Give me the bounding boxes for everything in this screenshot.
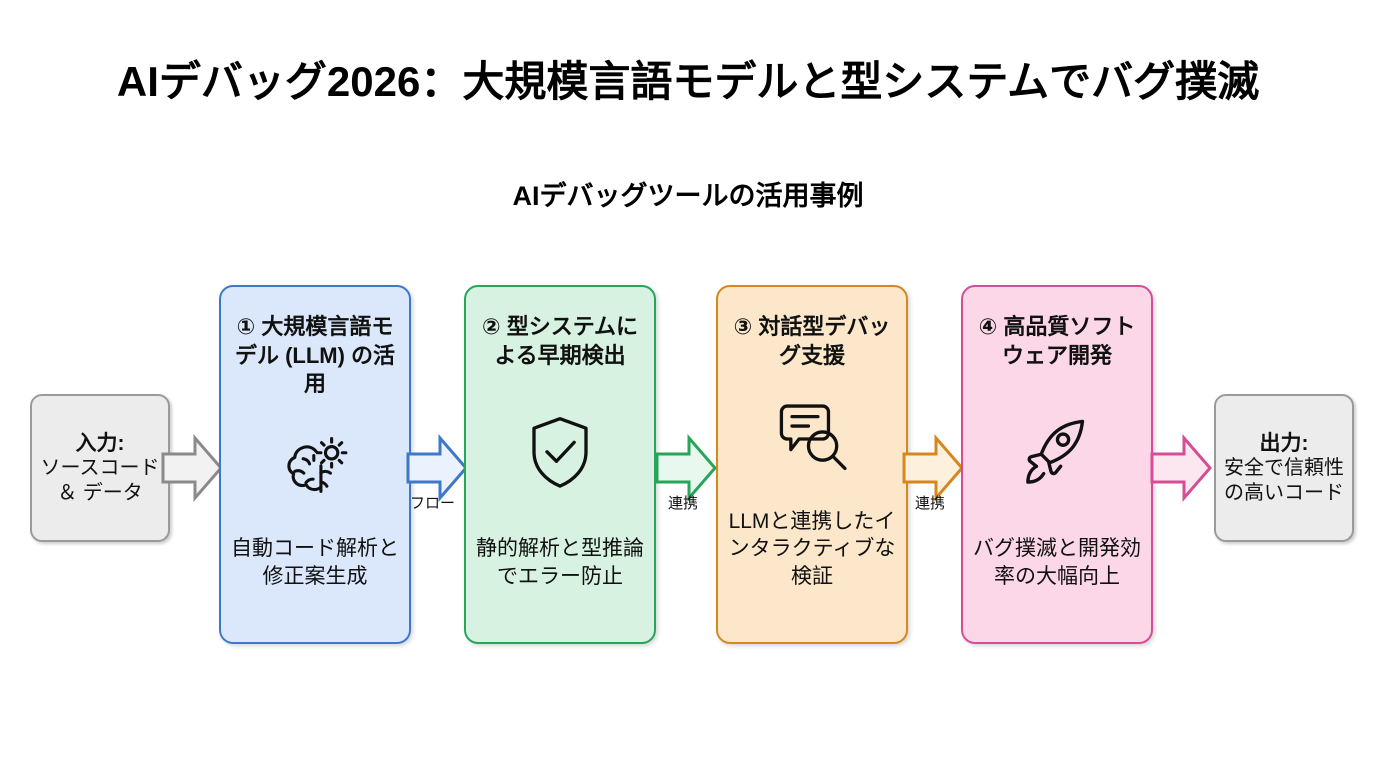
input-node: 入力: ソースコード ＆ データ bbox=[30, 394, 170, 542]
input-node-body: ソースコード ＆ データ bbox=[40, 457, 160, 504]
brain-gear-icon bbox=[277, 424, 353, 510]
flow-arrow-input-to-step1 bbox=[161, 432, 223, 504]
flow-arrow-label-2: 連携 bbox=[668, 495, 699, 512]
step-box-3[interactable]: ③ 対話型デバッグ支援 LLMと連携したインタラクティブな検証 bbox=[716, 285, 908, 644]
output-node: 出力: 安全で信頼性の高いコード bbox=[1214, 394, 1354, 542]
flow-arrow-label-1: フロー bbox=[410, 495, 456, 512]
flow-arrow-step1-to-step2 bbox=[406, 432, 468, 504]
chat-search-icon bbox=[772, 396, 852, 482]
step-box-1[interactable]: ① 大規模言語モデル (LLM) の活用 自動コード解析と修正案生成 bbox=[219, 285, 411, 644]
step-3-title: ③ 対話型デバッグ支援 bbox=[733, 314, 891, 368]
input-node-heading: 入力: bbox=[75, 431, 125, 455]
rocket-icon bbox=[1017, 410, 1097, 496]
step-2-title: ② 型システムによる早期検出 bbox=[481, 314, 639, 368]
step-4-title: ④ 高品質ソフトウェア開発 bbox=[978, 314, 1136, 368]
step-2-description: 静的解析と型推論でエラー防止 bbox=[476, 537, 644, 588]
page-title: AIデバッグ2026：大規模言語モデルと型システムでバグ撲滅 bbox=[116, 58, 1260, 105]
flow-arrow-step2-to-step3 bbox=[655, 432, 717, 504]
step-3-description: LLMと連携したインタラクティブな検証 bbox=[728, 510, 896, 588]
step-box-2[interactable]: ② 型システムによる早期検出 静的解析と型推論でエラー防止 bbox=[464, 285, 656, 644]
step-box-4[interactable]: ④ 高品質ソフトウェア開発 バグ撲滅と開発効率の大幅向上 bbox=[961, 285, 1153, 644]
flow-arrow-step3-to-step4 bbox=[902, 432, 964, 504]
flow-arrow-step4-to-output bbox=[1150, 432, 1212, 504]
page-subtitle: AIデバッグツールの活用事例 bbox=[512, 181, 864, 211]
shield-check-icon bbox=[524, 410, 596, 496]
output-node-body: 安全で信頼性の高いコード bbox=[1224, 457, 1344, 504]
step-1-description: 自動コード解析と修正案生成 bbox=[231, 537, 399, 588]
output-node-heading: 出力: bbox=[1259, 431, 1309, 455]
step-1-title: ① 大規模言語モデル (LLM) の活用 bbox=[234, 314, 396, 397]
flow-arrow-label-3: 連携 bbox=[915, 495, 946, 512]
step-4-description: バグ撲滅と開発効率の大幅向上 bbox=[973, 537, 1141, 588]
